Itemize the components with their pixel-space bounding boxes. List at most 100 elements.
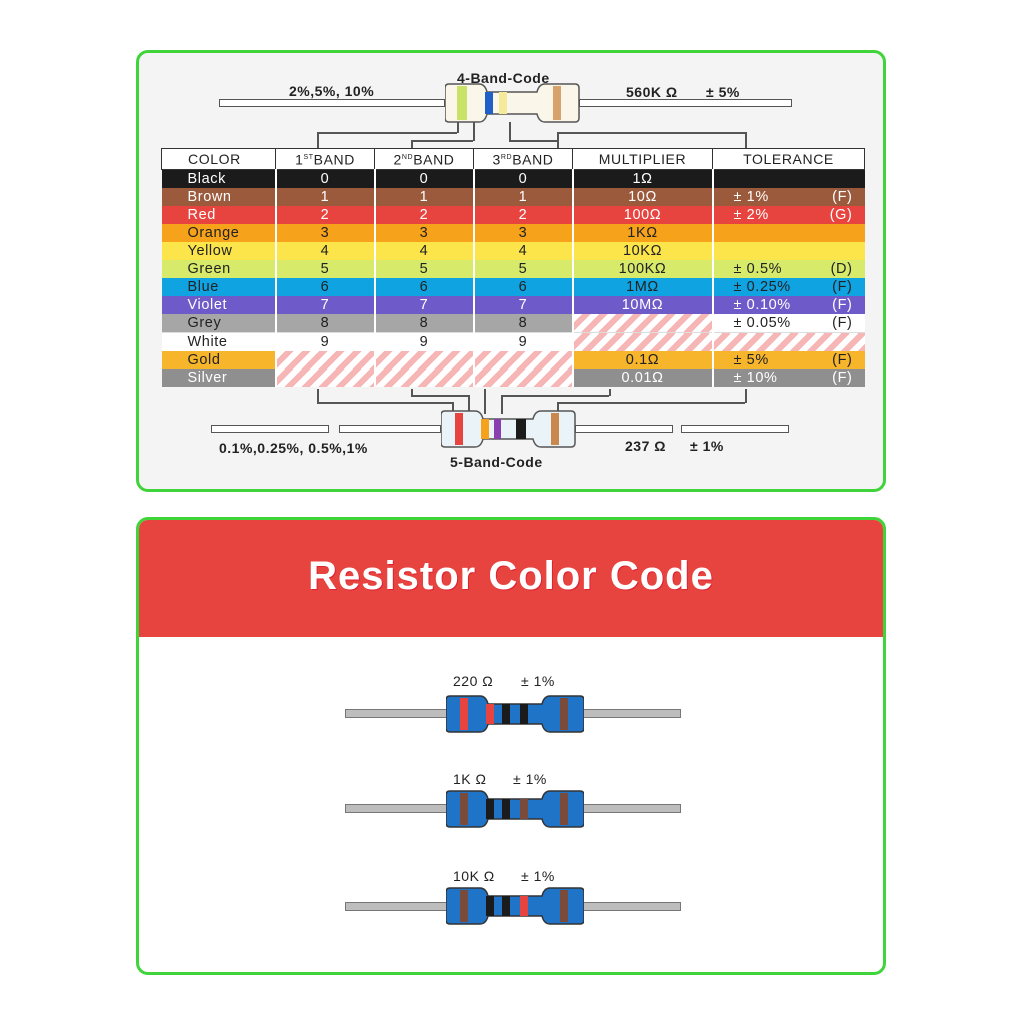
cell-band-3: 1: [473, 188, 574, 206]
band-orange: [481, 419, 489, 439]
four-band-left-lead: [219, 99, 445, 107]
cell-color-name: Yellow: [161, 242, 277, 260]
cell-multiplier: 1Ω: [572, 169, 714, 188]
cell-multiplier: [572, 332, 714, 351]
cell-band-3: 2: [473, 206, 574, 224]
color-code-table: COLOR 1STBAND 2NDBAND 3RDBAND MULTIPLIER…: [161, 148, 865, 387]
cell-multiplier: 100Ω: [572, 206, 714, 224]
cell-band-2: [374, 351, 475, 369]
band-violet: [494, 419, 501, 439]
example-3-tolerance: ± 1%: [521, 868, 555, 884]
band-blue: [485, 92, 493, 114]
example-3-resistor-icon: [446, 887, 584, 925]
cell-tolerance: ± 5%(F): [712, 351, 865, 369]
example-2-left-lead: [345, 804, 451, 813]
four-band-title: 4-Band-Code: [457, 70, 550, 86]
header-band-1: 1STBAND: [275, 148, 375, 170]
cell-tolerance: ± 0.05%(F): [712, 314, 865, 333]
cell-band-2: 9: [374, 332, 475, 351]
cell-band-3: 3: [473, 224, 574, 242]
cell-band-3: 4: [473, 242, 574, 260]
five-band-example-value: 237 Ω: [625, 438, 666, 454]
cell-tolerance: ± 10%(F): [712, 369, 865, 387]
resistor-color-code-card: Resistor Color Code 220 Ω ± 1% 1K Ω ± 1%…: [136, 517, 886, 975]
card-title: Resistor Color Code: [308, 554, 714, 598]
cell-color-name: Gold: [161, 351, 277, 369]
cell-color-name: Blue: [161, 278, 277, 296]
cell-band-1: [275, 369, 376, 387]
cell-color-name: Grey: [161, 314, 277, 333]
cell-band-2: 2: [374, 206, 475, 224]
example-3-value: 10K Ω: [453, 868, 495, 884]
cell-band-1: 6: [275, 278, 376, 296]
band-black: [516, 419, 526, 439]
cell-band-2: 3: [374, 224, 475, 242]
header-multiplier: MULTIPLIER: [572, 148, 713, 170]
cell-band-3: [473, 369, 574, 387]
example-3-right-lead: [579, 902, 681, 911]
cell-multiplier: 10MΩ: [572, 296, 714, 314]
cell-multiplier: 0.1Ω: [572, 351, 714, 369]
cell-band-2: 7: [374, 296, 475, 314]
five-band-right-lead-b: [681, 425, 789, 433]
cell-tolerance: ± 0.25%(F): [712, 278, 865, 296]
cell-band-1: 3: [275, 224, 376, 242]
band-gold: [553, 86, 561, 120]
cell-color-name: Brown: [161, 188, 277, 206]
table-header-row: COLOR 1STBAND 2NDBAND 3RDBAND MULTIPLIER…: [161, 148, 865, 170]
cell-band-2: 1: [374, 188, 475, 206]
cell-band-2: 6: [374, 278, 475, 296]
color-code-chart-card: 4-Band-Code 2%,5%, 10% 560K Ω ± 5% COLOR…: [136, 50, 886, 492]
example-1-resistor-icon: [446, 695, 584, 733]
four-band-example-tolerance: ± 5%: [706, 84, 740, 100]
cell-tolerance: [712, 242, 865, 260]
cell-band-1: 1: [275, 188, 376, 206]
cell-band-2: 4: [374, 242, 475, 260]
cell-tolerance: ± 0.10%(F): [712, 296, 865, 314]
title-banner: [139, 520, 883, 637]
cell-multiplier: 1MΩ: [572, 278, 714, 296]
five-band-left-lead-a: [211, 425, 329, 433]
cell-tolerance: ± 0.5%(D): [712, 260, 865, 278]
example-3-left-lead: [345, 902, 451, 911]
cell-tolerance: ± 1%(F): [712, 188, 865, 206]
header-band-3: 3RDBAND: [473, 148, 573, 170]
cell-color-name: Orange: [161, 224, 277, 242]
cell-multiplier: [572, 314, 714, 333]
cell-band-1: 0: [275, 169, 376, 188]
cell-color-name: Black: [161, 169, 277, 188]
cell-color-name: Green: [161, 260, 277, 278]
band-yellow: [499, 92, 507, 114]
cell-multiplier: 100KΩ: [572, 260, 714, 278]
cell-multiplier: 10Ω: [572, 188, 714, 206]
cell-band-3: 8: [473, 314, 574, 333]
cell-tolerance: [712, 224, 865, 242]
header-band-2: 2NDBAND: [374, 148, 474, 170]
example-1-value: 220 Ω: [453, 673, 494, 689]
five-band-resistor-icon: [441, 410, 576, 448]
cell-band-2: 8: [374, 314, 475, 333]
cell-band-3: 0: [473, 169, 574, 188]
band-red: [455, 413, 463, 445]
cell-tolerance: ± 2%(G): [712, 206, 865, 224]
example-1-tolerance: ± 1%: [521, 673, 555, 689]
cell-band-1: 4: [275, 242, 376, 260]
four-band-resistor-icon: [445, 83, 580, 123]
cell-band-1: 9: [275, 332, 376, 351]
cell-multiplier: 10KΩ: [572, 242, 714, 260]
cell-band-3: 5: [473, 260, 574, 278]
header-tolerance: TOLERANCE: [712, 148, 865, 170]
band-green: [457, 86, 467, 120]
cell-band-3: 6: [473, 278, 574, 296]
cell-color-name: White: [161, 332, 277, 351]
cell-band-1: 5: [275, 260, 376, 278]
